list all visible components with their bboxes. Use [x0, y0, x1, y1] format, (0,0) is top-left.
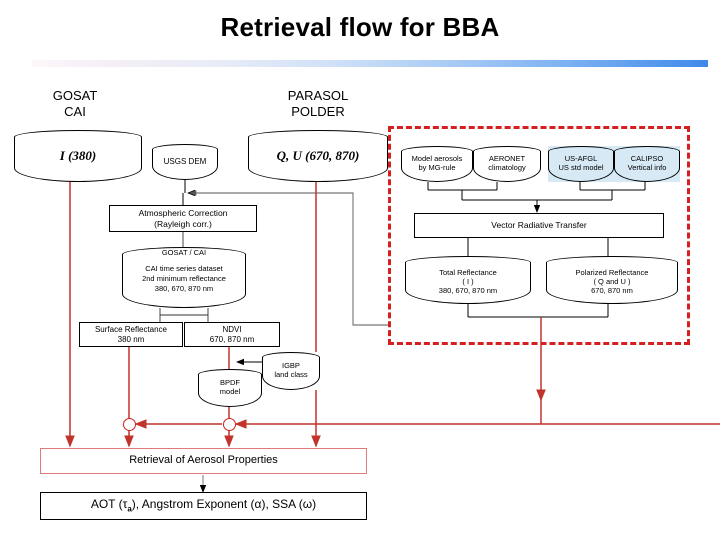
gosat-label-line1: GOSAT — [52, 88, 98, 103]
polder-label-line2: POLDER — [291, 103, 345, 119]
cylinder-aeronet-climatology[interactable]: AERONET climatology — [473, 146, 541, 182]
vrt-label: Vector Radiative Transfer — [491, 220, 587, 231]
cylinder-label: Total Reflectance ( I ) 380, 670, 870 nm — [405, 256, 531, 304]
cylinder-label: CALIPSO Vertical info — [614, 146, 680, 182]
cylinder-label: AERONET climatology — [473, 146, 541, 182]
igbp-line1: IGBP — [282, 361, 300, 371]
cylinder-total-reflectance[interactable]: Total Reflectance ( I ) 380, 670, 870 nm — [405, 256, 531, 304]
output-subscript: a — [127, 504, 132, 514]
pol-refl-line1: Polarized Reflectance — [575, 268, 649, 278]
cylinder-model-aerosols[interactable]: Model aerosols by MG-rule — [401, 146, 473, 182]
cylinder-igbp-land-class[interactable]: IGBP land class — [262, 352, 320, 390]
ndvi-line2: 670, 870 nm — [209, 334, 255, 344]
cylinder-body — [548, 151, 614, 182]
aeronet-line1: AERONET — [488, 154, 526, 164]
vector-radiative-transfer-box[interactable]: Vector Radiative Transfer — [414, 213, 664, 238]
cylinder-body — [262, 357, 320, 390]
gosat-cai-source-label: GOSAT CAI — [20, 88, 130, 119]
pol-refl-line2: ( Q and U ) — [593, 277, 631, 287]
model-aerosols-line1: Model aerosols — [411, 154, 463, 164]
cylinder-body — [248, 137, 388, 182]
cylinder-gosat-cai-dataset[interactable]: GOSAT / CAI CAI time series dataset 2nd … — [122, 247, 246, 308]
cylinder-label: BPDF model — [198, 369, 262, 407]
cylinder-label: Model aerosols by MG-rule — [401, 146, 473, 182]
calipso-line1: CALIPSO — [630, 154, 664, 164]
total-refl-line2: ( I ) — [462, 277, 474, 287]
cai-label-line2: CAI — [64, 103, 86, 119]
surface-refl-label: Surface Reflectance 380 nm — [80, 325, 182, 345]
igbp-line2: land class — [274, 370, 308, 379]
page-title: Retrieval flow for BBA — [220, 12, 500, 42]
pol-refl-line3: 670, 870 nm — [591, 285, 633, 295]
atmos-corr-label: Atmospheric Correction (Rayleigh corr.) — [110, 208, 256, 229]
cylinder-label: US-AFGL US std model — [548, 146, 614, 182]
model-aerosols-line2: by MG-rule — [418, 163, 456, 172]
cylinder-calipso[interactable]: CALIPSO Vertical info — [614, 146, 680, 182]
output-label: AOT (τa), Angstrom Exponent (α), SSA (ω) — [41, 497, 366, 514]
cylinder-body — [198, 374, 262, 407]
cylinder-body — [546, 262, 678, 304]
us-afgl-line1: US-AFGL — [564, 154, 598, 164]
cylinder-body — [405, 262, 531, 304]
ndvi-label: NDVI 670, 870 nm — [185, 325, 279, 345]
atmos-corr-line1: Atmospheric Correction — [138, 208, 228, 219]
junction-node-left — [123, 418, 136, 431]
bpdf-line1: BPDF — [219, 378, 240, 388]
title-divider-bar — [32, 60, 708, 67]
cylinder-body — [401, 151, 473, 182]
ndvi-line1: NDVI — [222, 324, 242, 334]
cylinder-gosat-cai-data[interactable]: I (380) — [14, 130, 142, 182]
parasol-polder-source-label: PARASOL POLDER — [258, 88, 378, 119]
cylinder-body — [122, 254, 246, 308]
gosat-cai-line3: 380, 670, 870 nm — [154, 284, 214, 294]
output-products-box[interactable]: AOT (τa), Angstrom Exponent (α), SSA (ω) — [40, 492, 367, 520]
cylinder-polarized-reflectance[interactable]: Polarized Reflectance ( Q and U ) 670, 8… — [546, 256, 678, 304]
cylinder-us-afgl[interactable]: US-AFGL US std model — [548, 146, 614, 182]
total-refl-line1: Total Reflectance — [439, 268, 497, 278]
parasol-label-line1: PARASOL — [287, 88, 349, 103]
surface-reflectance-box[interactable]: Surface Reflectance 380 nm — [79, 322, 183, 347]
gosat-cai-header: GOSAT / CAI — [161, 248, 207, 257]
gosat-cai-line2: 2nd minimum reflectance — [142, 273, 226, 283]
gosat-cai-line1: CAI time series dataset — [145, 263, 223, 273]
cylinder-body — [473, 151, 541, 182]
atmospheric-correction-box[interactable]: Atmospheric Correction (Rayleigh corr.) — [109, 205, 257, 232]
cylinder-body — [14, 137, 142, 182]
cylinder-label: USGS DEM — [152, 144, 218, 180]
us-afgl-line2: US std model — [558, 163, 604, 172]
ndvi-box[interactable]: NDVI 670, 870 nm — [184, 322, 280, 347]
cylinder-parasol-polder-data[interactable]: Q, U (670, 870) — [248, 130, 388, 182]
bpdf-line2: model — [219, 387, 241, 396]
output-suffix: ), Angstrom Exponent (α), SSA (ω) — [131, 497, 317, 512]
parasol-data-label: Q, U (670, 870) — [276, 148, 360, 164]
cylinder-bpdf-model[interactable]: BPDF model — [198, 369, 262, 407]
cylinder-label: GOSAT / CAI CAI time series dataset 2nd … — [122, 247, 246, 308]
cylinder-label: Q, U (670, 870) — [248, 130, 388, 182]
aeronet-line2: climatology — [488, 163, 526, 172]
surface-refl-line2: 380 nm — [117, 334, 145, 344]
cylinder-label: I (380) — [14, 130, 142, 182]
cylinder-body — [152, 149, 218, 180]
total-refl-line3: 380, 670, 870 nm — [438, 285, 498, 295]
calipso-line2: Vertical info — [627, 163, 667, 172]
cylinder-body — [614, 151, 680, 182]
cylinder-usgs-dem[interactable]: USGS DEM — [152, 144, 218, 180]
usgs-dem-label: USGS DEM — [163, 157, 207, 167]
cylinder-label: IGBP land class — [262, 352, 320, 390]
junction-node-right — [223, 418, 236, 431]
atmos-corr-line2: (Rayleigh corr.) — [154, 218, 212, 229]
surface-refl-line1: Surface Reflectance — [94, 324, 168, 334]
cylinder-label: Polarized Reflectance ( Q and U ) 670, 8… — [546, 256, 678, 304]
gosat-data-label: I (380) — [59, 148, 97, 164]
output-prefix: AOT (τ — [90, 497, 128, 512]
retrieval-of-aerosol-properties-box[interactable]: Retrieval of Aerosol Properties — [40, 448, 367, 474]
forward-model-group-region — [388, 126, 690, 345]
retrieval-label: Retrieval of Aerosol Properties — [129, 454, 278, 467]
